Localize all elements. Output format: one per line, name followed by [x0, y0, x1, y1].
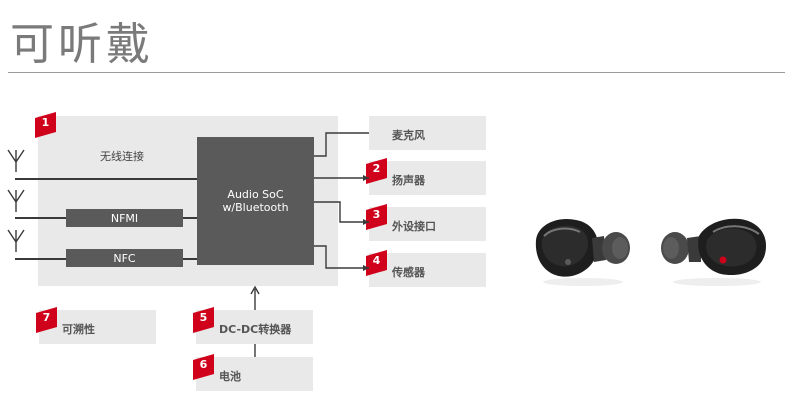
- wireless-label: 无线连接: [100, 150, 144, 163]
- badge-3: 3: [366, 204, 387, 230]
- badge-4: 4: [366, 250, 387, 276]
- badge-6: 6: [193, 354, 214, 380]
- audio-soc-line2: w/Bluetooth: [222, 201, 289, 214]
- audio-soc-line1: Audio SoC: [227, 188, 284, 201]
- wire-antenna-soc: [15, 178, 197, 180]
- battery-box: [196, 357, 313, 391]
- peripheral-interface-label: 外设接口: [392, 220, 436, 233]
- badge-6-number: 6: [199, 358, 208, 371]
- antenna-icon: [7, 229, 25, 252]
- microphone-box: [369, 116, 486, 150]
- badge-1: 1: [35, 112, 56, 138]
- antenna-icon: [7, 149, 25, 172]
- earbud-right-image: [661, 218, 767, 286]
- nfc-block: NFC: [66, 249, 183, 267]
- wire-nfmi-soc: [183, 217, 197, 219]
- badge-7: 7: [36, 307, 57, 333]
- dcdc-box: [196, 310, 313, 344]
- traceability-box: [39, 310, 156, 344]
- audio-soc-block: Audio SoC w/Bluetooth: [197, 137, 314, 265]
- peripheral-interface-box: [369, 207, 486, 241]
- page-title: 可听戴: [10, 19, 154, 70]
- antenna-icon: [7, 189, 25, 212]
- speaker-box: [369, 161, 486, 195]
- sensor-box: [369, 253, 486, 287]
- badge-2: 2: [366, 158, 387, 184]
- traceability-label: 可溯性: [62, 323, 95, 336]
- badge-4-number: 4: [372, 254, 381, 267]
- nfmi-block: NFMI: [66, 209, 183, 227]
- badge-1-number: 1: [41, 116, 50, 129]
- sensor-label: 传感器: [392, 266, 425, 279]
- badge-3-number: 3: [372, 208, 381, 221]
- badge-5-number: 5: [199, 311, 208, 324]
- battery-label: 电池: [219, 370, 241, 383]
- earbud-left-image: [535, 218, 630, 286]
- badge-7-number: 7: [42, 311, 51, 324]
- wire-nfc-soc: [183, 258, 197, 260]
- speaker-label: 扬声器: [392, 174, 425, 187]
- microphone-label: 麦克风: [392, 129, 425, 142]
- badge-5: 5: [193, 307, 214, 333]
- title-divider: [8, 72, 785, 73]
- badge-2-number: 2: [372, 162, 381, 175]
- dcdc-label: DC-DC转换器: [219, 323, 292, 336]
- wire-antenna-nfc: [15, 258, 66, 260]
- wire-antenna-nfmi: [15, 217, 66, 219]
